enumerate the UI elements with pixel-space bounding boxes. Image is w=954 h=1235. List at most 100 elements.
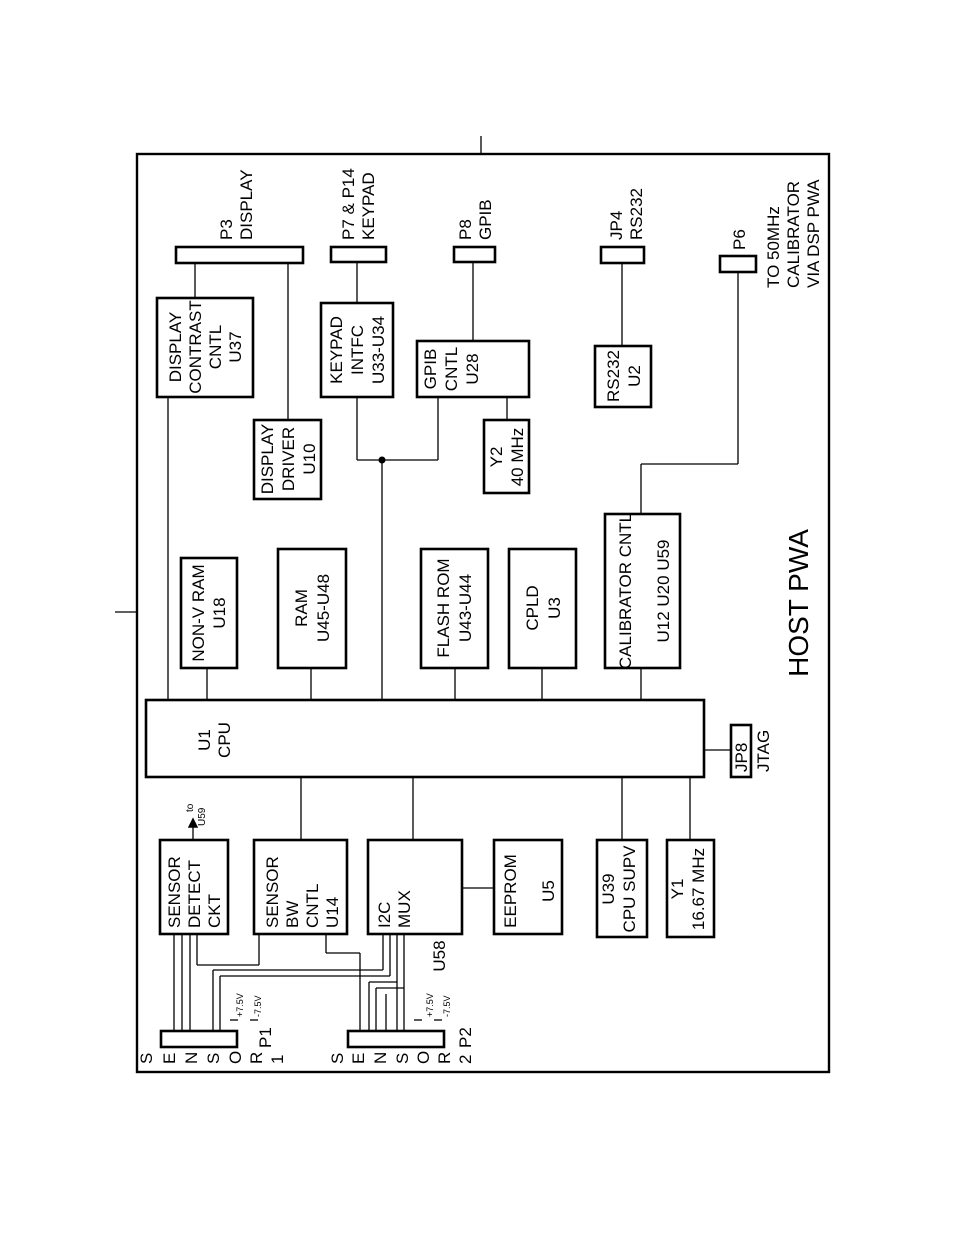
svg-text:RAM: RAM xyxy=(292,589,311,627)
p2-minus-voltage: -7.5V xyxy=(442,995,452,1017)
svg-text:U2: U2 xyxy=(625,365,644,387)
sensor-detect-label: SENSOR DETECT CKT xyxy=(165,856,224,928)
svg-text:U12 U20 U59: U12 U20 U59 xyxy=(654,539,673,642)
rs232-box xyxy=(593,344,653,409)
svg-text:KEYPAD: KEYPAD xyxy=(359,172,378,240)
svg-text:U37: U37 xyxy=(226,331,245,362)
svg-text:CONTRAST: CONTRAST xyxy=(186,300,205,394)
p6-label: P6 xyxy=(730,229,749,250)
jp8-connector xyxy=(729,723,753,779)
eeprom-label: EEPROM U5 xyxy=(501,854,558,928)
y2-box xyxy=(482,418,531,495)
p6-connector xyxy=(718,254,758,274)
svg-text:CPU SUPV: CPU SUPV xyxy=(620,845,639,933)
cpld-box xyxy=(507,547,578,670)
svg-text:U28: U28 xyxy=(463,353,482,384)
svg-text:Y2: Y2 xyxy=(487,447,506,468)
svg-text:P8: P8 xyxy=(456,219,475,240)
p8-connector xyxy=(452,245,497,264)
svg-text:MUX: MUX xyxy=(395,890,414,928)
nonv-ram-box xyxy=(179,556,239,670)
sensor1-letter: R xyxy=(247,1052,266,1064)
sensor2-side-label: S xyxy=(328,1053,347,1064)
sensor2-letter: S xyxy=(393,1053,412,1064)
u39-label: U39 CPU SUPV xyxy=(599,845,639,933)
cpld-label: CPLD U3 xyxy=(523,585,564,630)
svg-text:SENSOR: SENSOR xyxy=(165,856,184,928)
gpib-cntl-box xyxy=(415,339,531,399)
svg-text:CNTL: CNTL xyxy=(442,347,461,391)
svg-text:S: S xyxy=(393,1053,412,1064)
svg-text:P3: P3 xyxy=(217,219,236,240)
svg-text:N: N xyxy=(182,1052,201,1064)
svg-text:CNTL: CNTL xyxy=(206,325,225,369)
svg-text:S: S xyxy=(328,1053,347,1064)
svg-text:1: 1 xyxy=(268,1055,287,1064)
svg-text:GPIB: GPIB xyxy=(476,199,495,240)
svg-text:N: N xyxy=(371,1052,390,1064)
svg-text:DISPLAY: DISPLAY xyxy=(258,424,277,495)
svg-text:JP4: JP4 xyxy=(607,211,626,240)
svg-text:CPLD: CPLD xyxy=(523,585,542,630)
svg-text:RS232: RS232 xyxy=(604,350,623,402)
svg-text:EEPROM: EEPROM xyxy=(501,854,520,928)
p2-label: P2 xyxy=(456,1027,475,1048)
svg-text:S: S xyxy=(137,1053,156,1064)
keypad-intfc-box xyxy=(319,301,395,399)
p3-connector xyxy=(174,245,305,265)
gpib-cntl-label: GPIB CNTL U28 xyxy=(421,347,482,391)
svg-text:+7.5V: +7.5V xyxy=(235,993,245,1017)
sensor2-letter: E xyxy=(349,1053,368,1064)
svg-text:-7.5V: -7.5V xyxy=(253,995,263,1017)
ram-label: RAM U45-U48 xyxy=(292,574,333,642)
eeprom-box xyxy=(492,838,564,936)
svg-text:NON-V RAM: NON-V RAM xyxy=(189,564,208,661)
p6-destination-note: TO 50MHz CALIBRATOR VIA DSP PWA xyxy=(764,179,823,288)
svg-text:S: S xyxy=(204,1053,223,1064)
sensor1-letter: N xyxy=(182,1052,201,1064)
svg-text:U3: U3 xyxy=(545,597,564,619)
block-boxes xyxy=(144,245,758,1049)
svg-text:U10: U10 xyxy=(300,443,319,474)
svg-text:U1: U1 xyxy=(195,729,214,751)
keypad-intfc-label: KEYPAD INTFC U33-U34 xyxy=(327,316,388,384)
svg-text:R: R xyxy=(435,1052,454,1064)
svg-text:CKT: CKT xyxy=(205,894,224,928)
p8-label: P8 GPIB xyxy=(456,199,495,240)
sensor2-letter: R xyxy=(435,1052,454,1064)
svg-text:U45-U48: U45-U48 xyxy=(314,574,333,642)
u39-box xyxy=(595,838,649,939)
svg-text:CNTL: CNTL xyxy=(303,884,322,928)
svg-text:DISPLAY: DISPLAY xyxy=(237,169,256,240)
svg-text:+7.5V: +7.5V xyxy=(425,993,435,1017)
svg-text:JTAG: JTAG xyxy=(754,730,773,772)
display-driver-label: DISPLAY DRIVER U10 xyxy=(258,424,319,495)
svg-text:E: E xyxy=(349,1053,368,1064)
sensor2-letter: N xyxy=(371,1052,390,1064)
svg-text:O: O xyxy=(414,1051,433,1064)
nonv-ram-label: NON-V RAM U18 xyxy=(189,564,229,661)
y1-box xyxy=(665,838,716,939)
svg-text:P1: P1 xyxy=(256,1027,275,1048)
sensor2-letter: 2 xyxy=(456,1055,475,1064)
svg-text:-7.5V: -7.5V xyxy=(442,995,452,1017)
svg-text:KEYPAD: KEYPAD xyxy=(327,316,346,384)
svg-text:JP8: JP8 xyxy=(732,743,751,772)
svg-text:P2: P2 xyxy=(456,1027,475,1048)
i2c-mux-label: I2C MUX U58 xyxy=(375,890,449,971)
svg-text:U5: U5 xyxy=(539,880,558,902)
wiring xyxy=(167,262,739,1031)
sensor1-side-label: S xyxy=(137,1053,156,1064)
svg-text:16.67 MHz: 16.67 MHz xyxy=(689,848,708,930)
p1-plus-voltage: +7.5V xyxy=(235,993,245,1017)
sensor2-letter: O xyxy=(414,1051,433,1064)
svg-text:HOST PWA: HOST PWA xyxy=(783,529,814,677)
flash-rom-label: FLASH ROM U43-U44 xyxy=(434,558,475,657)
svg-text:U14: U14 xyxy=(323,897,342,928)
svg-text:E: E xyxy=(160,1053,179,1064)
svg-text:U43-U44: U43-U44 xyxy=(456,574,475,642)
y2-label: Y2 40 MHz xyxy=(487,428,527,487)
svg-text:CPU: CPU xyxy=(215,722,234,758)
svg-text:P6: P6 xyxy=(730,229,749,250)
